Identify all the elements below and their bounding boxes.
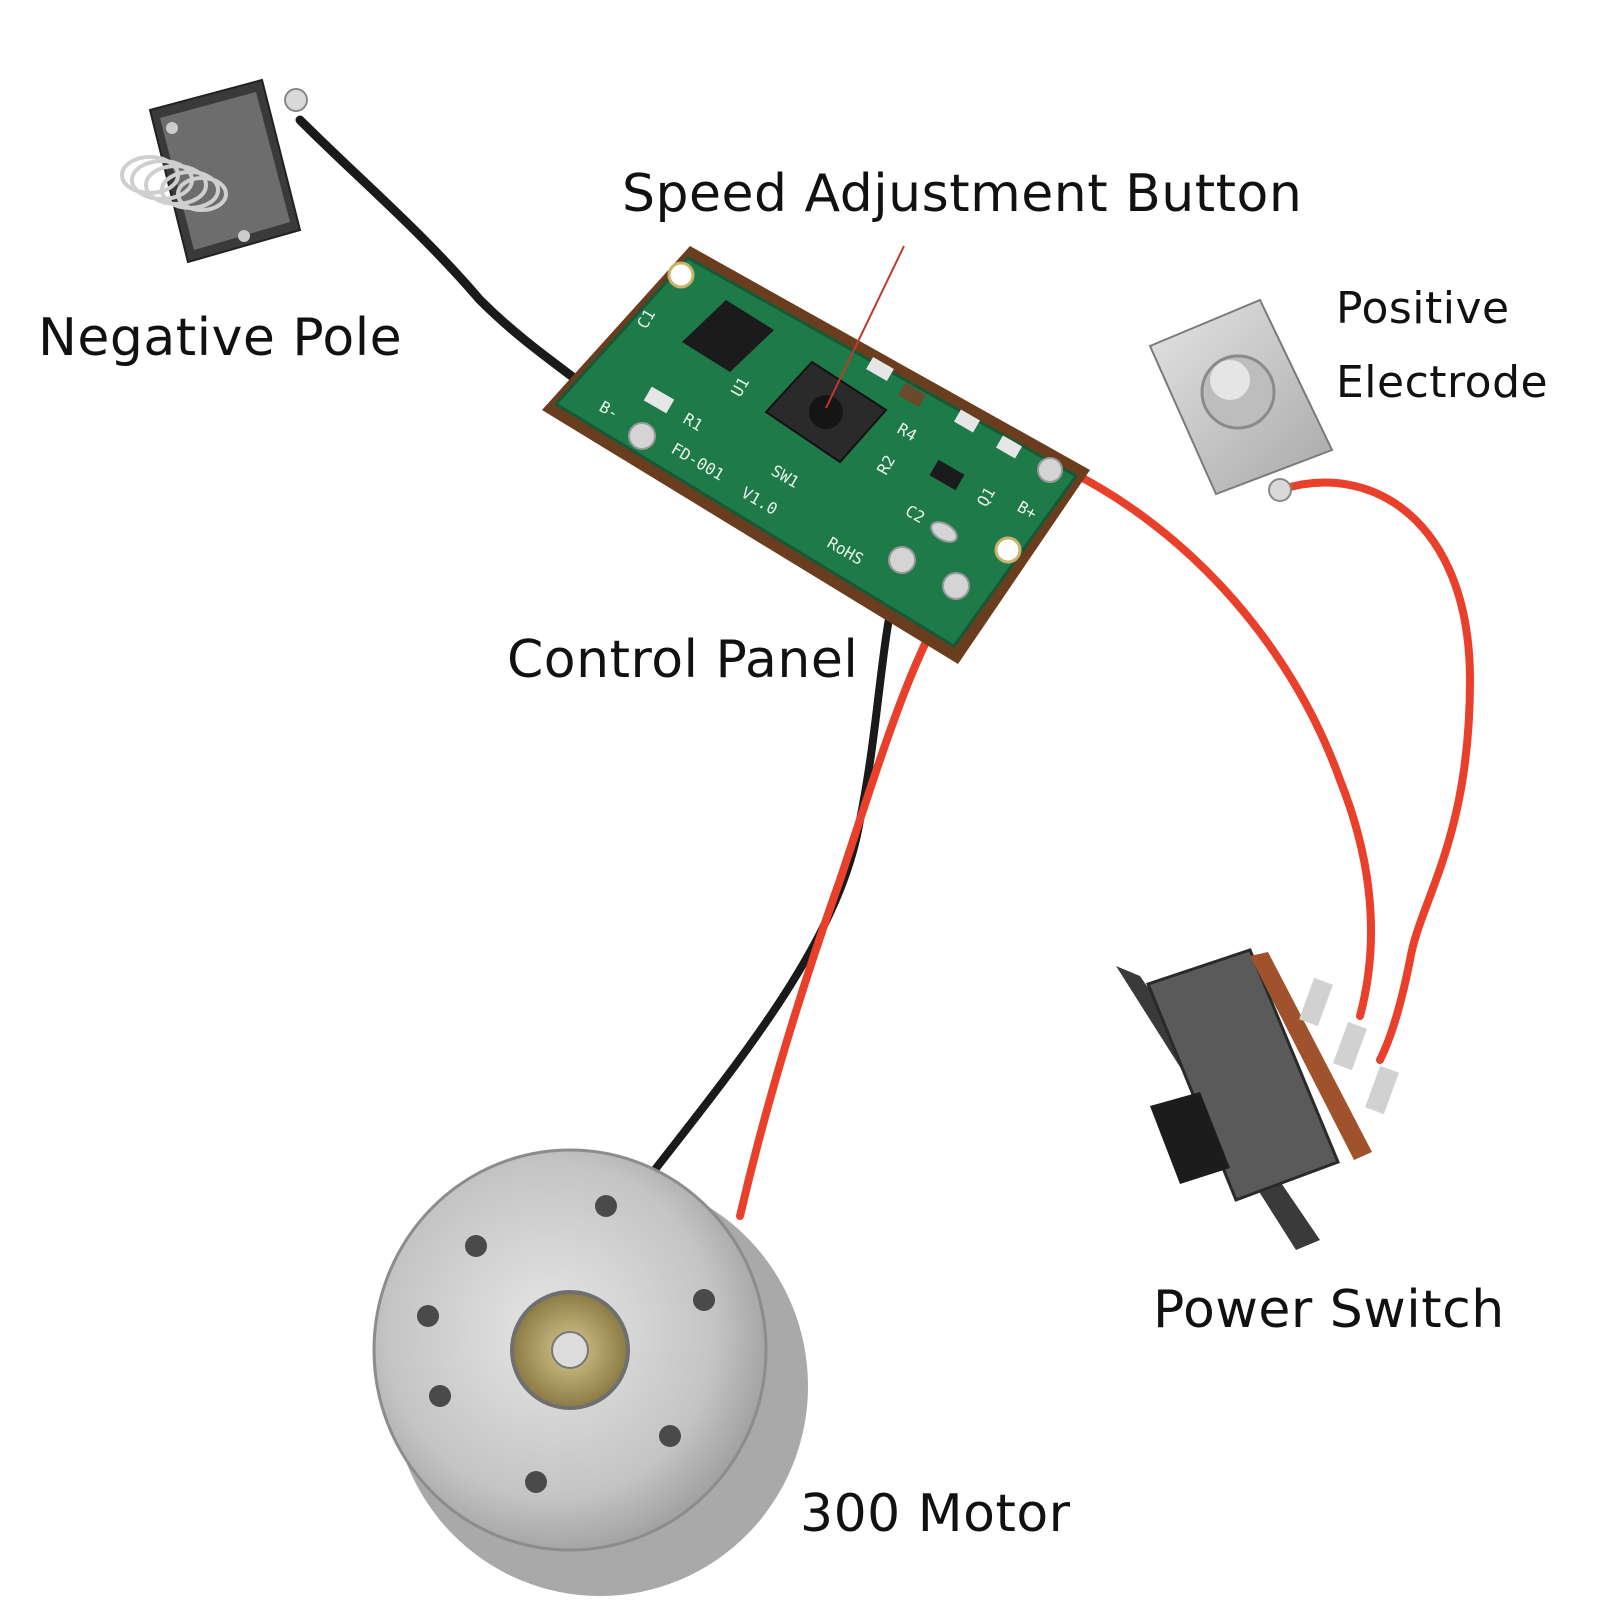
board-to-switch-wire — [1046, 458, 1376, 1020]
control-panel-label: Control Panel — [507, 630, 859, 690]
negative-pole-label: Negative Pole — [38, 308, 403, 368]
electrode-to-switch-wire — [1276, 478, 1475, 1064]
motor-red-wire — [736, 594, 954, 1220]
motor-300 — [372, 1148, 808, 1596]
speed-button-pointer — [825, 245, 905, 409]
control-panel-board: FD-001 V1.0 SW1 RoHS B- B+ C1 C2 R1 R2 R… — [542, 246, 1090, 664]
speed-adjustment-button[interactable] — [764, 360, 888, 464]
power-switch-label: Power Switch — [1153, 1280, 1505, 1340]
motor-label: 300 Motor — [800, 1484, 1071, 1544]
positive-electrode-label-line2: Electrode — [1336, 357, 1549, 408]
positive-electrode-label: Positive Electrode — [1336, 272, 1548, 420]
positive-electrode-label-line1: Positive — [1336, 283, 1510, 334]
speed-adjustment-button-label: Speed Adjustment Button — [622, 164, 1303, 224]
positive-electrode-terminal — [1148, 298, 1334, 502]
power-switch[interactable] — [1116, 948, 1399, 1250]
negative-pole-terminal — [120, 78, 308, 264]
